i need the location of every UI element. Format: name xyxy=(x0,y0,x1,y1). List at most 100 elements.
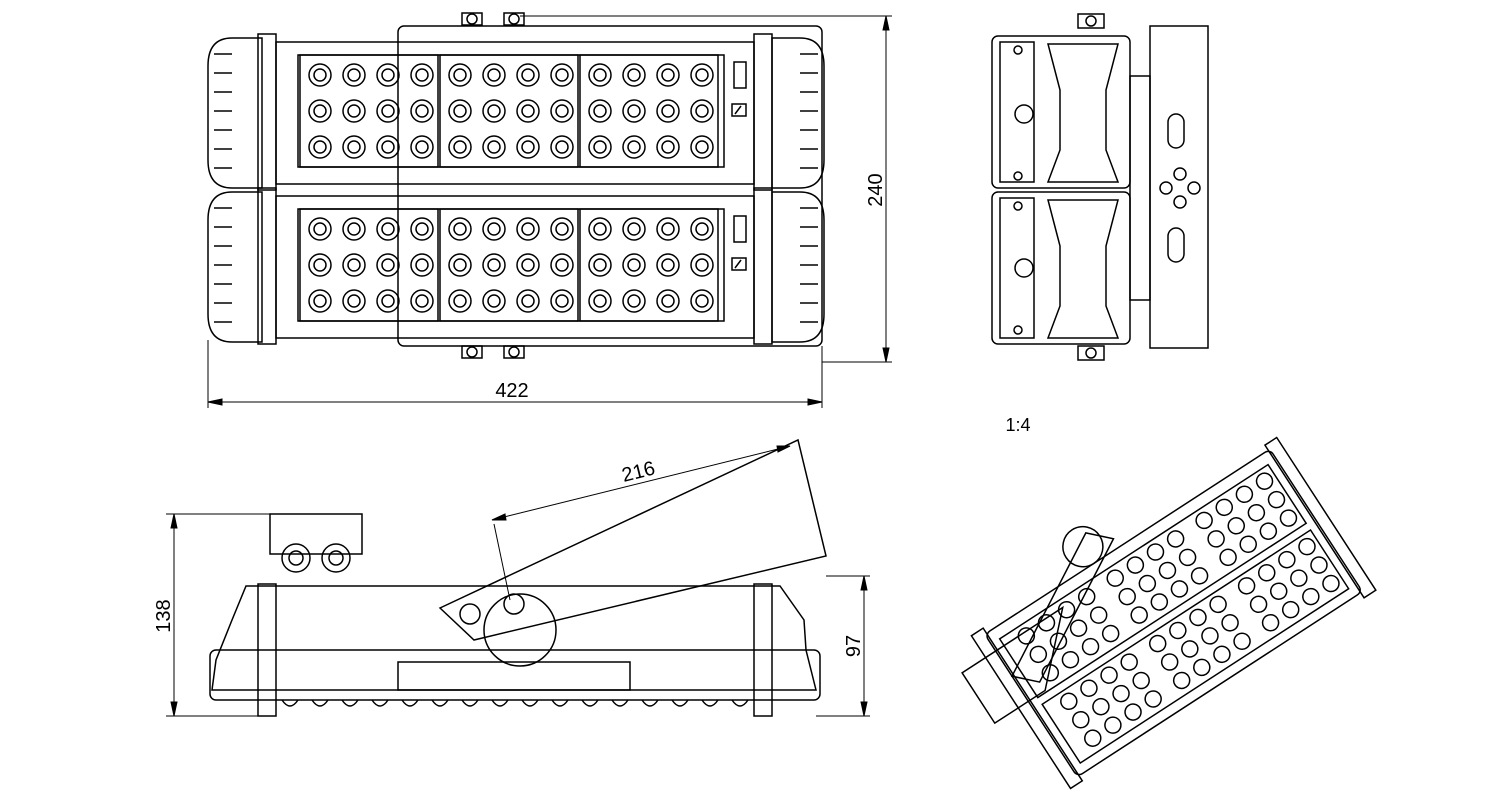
led-module xyxy=(439,54,579,168)
led-emitter xyxy=(313,294,327,308)
led-emitter xyxy=(695,258,709,272)
led-emitter xyxy=(487,68,501,82)
led-lens xyxy=(656,135,680,159)
led-lens xyxy=(588,217,612,241)
led-emitter xyxy=(661,68,675,82)
iso-led xyxy=(1089,606,1108,624)
led-lens xyxy=(482,217,506,241)
led-lens xyxy=(516,99,540,123)
side-clamp-right xyxy=(753,583,773,717)
led-emitter xyxy=(627,222,641,236)
iso-led xyxy=(1193,658,1211,677)
iso-led xyxy=(1239,535,1257,553)
lower-lens-area xyxy=(297,208,725,322)
side-led-bump xyxy=(551,699,569,707)
side-led-bump xyxy=(491,699,509,707)
iso-led xyxy=(1259,522,1278,540)
lower-label-plate xyxy=(733,215,747,243)
led-lens xyxy=(482,99,506,123)
led-lens xyxy=(482,289,506,313)
led-emitter xyxy=(381,258,395,272)
led-lens xyxy=(656,253,680,277)
iso-led xyxy=(1170,580,1189,598)
side-led-bump xyxy=(731,699,749,707)
led-emitter xyxy=(381,294,395,308)
iso-led xyxy=(1279,509,1298,527)
iso-lower-panel xyxy=(1041,528,1350,765)
side-led-bump xyxy=(581,699,599,707)
iso-led xyxy=(1190,567,1209,585)
iso-pivot xyxy=(1062,525,1104,568)
led-lens xyxy=(308,253,332,277)
led-module xyxy=(299,208,439,322)
led-lens xyxy=(448,217,472,241)
iso-upper-panel xyxy=(998,463,1308,699)
pivot-bolt-1 xyxy=(459,603,481,625)
iso-led xyxy=(1261,613,1280,632)
led-lens xyxy=(550,135,574,159)
led-lens xyxy=(588,99,612,123)
led-emitter xyxy=(593,104,607,118)
led-module xyxy=(299,54,439,168)
dimension-width xyxy=(207,340,823,408)
led-lens xyxy=(550,289,574,313)
side-led-bump xyxy=(371,699,389,707)
led-lens xyxy=(482,63,506,87)
side-led-bump xyxy=(341,699,359,707)
led-emitter xyxy=(627,104,641,118)
iso-led xyxy=(1112,684,1130,703)
led-emitter xyxy=(487,104,501,118)
led-lens xyxy=(376,135,400,159)
led-lens xyxy=(690,99,714,123)
led-emitter xyxy=(453,222,467,236)
end-view-lower-heatsink xyxy=(1046,199,1120,339)
led-emitter xyxy=(415,68,429,82)
led-emitter xyxy=(415,258,429,272)
iso-led xyxy=(1150,593,1169,611)
iso-led xyxy=(1181,640,1199,658)
led-emitter xyxy=(381,140,395,154)
led-lens xyxy=(690,217,714,241)
bolt-bottom-right xyxy=(503,345,525,359)
scale-label: 1:4 xyxy=(1005,415,1030,435)
led-emitter xyxy=(661,104,675,118)
iso-led xyxy=(1100,666,1118,684)
dimension-body-height-label: 97 xyxy=(843,635,865,657)
led-lens xyxy=(550,63,574,87)
right-endcap-lower xyxy=(771,191,825,343)
iso-mount-arm xyxy=(1010,532,1115,683)
led-emitter xyxy=(313,222,327,236)
led-lens xyxy=(690,253,714,277)
led-lens xyxy=(410,217,434,241)
mount-bracket-outline xyxy=(397,25,823,347)
led-lens xyxy=(448,135,472,159)
led-lens xyxy=(622,99,646,123)
led-emitter xyxy=(347,140,361,154)
iso-led xyxy=(1158,561,1177,580)
led-emitter xyxy=(313,68,327,82)
led-emitter xyxy=(453,294,467,308)
iso-led xyxy=(1281,600,1300,619)
led-emitter xyxy=(347,68,361,82)
led-emitter xyxy=(555,222,569,236)
iso-led xyxy=(1080,679,1098,697)
led-emitter xyxy=(627,68,641,82)
pivot-disc xyxy=(483,593,557,667)
iso-led xyxy=(1148,634,1167,653)
iso-led xyxy=(1233,632,1251,651)
led-emitter xyxy=(521,258,535,272)
iso-led xyxy=(1255,472,1274,490)
led-emitter xyxy=(415,140,429,154)
led-lens xyxy=(482,135,506,159)
end-bolt-top xyxy=(1077,13,1105,29)
iso-led xyxy=(1069,619,1088,637)
led-emitter xyxy=(487,140,501,154)
iso-led xyxy=(1269,582,1288,600)
led-lens xyxy=(308,63,332,87)
led-emitter xyxy=(453,258,467,272)
led-lens xyxy=(410,99,434,123)
iso-led xyxy=(1278,550,1296,569)
iso-led xyxy=(1072,710,1090,729)
led-lens xyxy=(656,217,680,241)
